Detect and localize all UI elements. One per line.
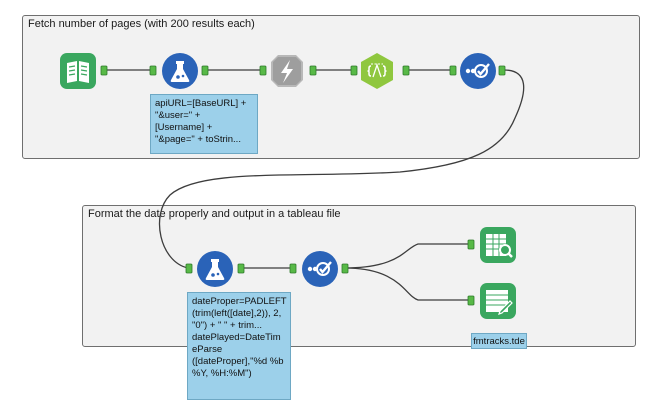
text-input-tool[interactable]	[59, 52, 97, 90]
formula-annotation-2: dateProper=PADLEFT (trim(left([date],2))…	[187, 292, 291, 400]
formula-annotation-1: apiURL=[BaseURL] + "&user=" + [Username]…	[150, 94, 258, 154]
json-parse-tool[interactable]	[358, 52, 396, 90]
flask-icon	[197, 251, 233, 287]
flask-icon	[162, 53, 198, 89]
table-magnifier-icon	[480, 227, 516, 263]
browse-tool[interactable]	[479, 226, 517, 264]
container-format-date[interactable]: Format the date properly and output in a…	[82, 205, 636, 347]
table-pencil-icon	[480, 283, 516, 319]
hexagon-braces-icon	[361, 53, 393, 89]
container-title: Format the date properly and output in a…	[88, 208, 341, 220]
formula-tool-1[interactable]	[161, 52, 199, 90]
select-tool-1[interactable]	[459, 52, 497, 90]
container-title: Fetch number of pages (with 200 results …	[28, 18, 255, 30]
output-file-label: fmtracks.tde	[471, 333, 527, 349]
select-tool-2[interactable]	[301, 250, 339, 288]
book-icon	[60, 53, 96, 89]
container-fetch-pages[interactable]: Fetch number of pages (with 200 results …	[22, 15, 640, 159]
check-dots-icon	[302, 251, 338, 287]
lightning-icon	[271, 55, 303, 87]
output-tool[interactable]	[479, 282, 517, 320]
download-tool[interactable]	[268, 52, 306, 90]
formula-tool-2[interactable]	[196, 250, 234, 288]
check-dots-icon	[460, 53, 496, 89]
